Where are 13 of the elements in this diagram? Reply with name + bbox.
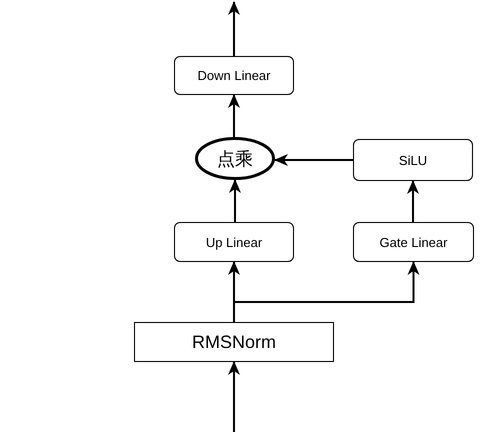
process-box: RMSNorm bbox=[134, 322, 334, 362]
arrow bbox=[233, 261, 420, 322]
arrow bbox=[228, 1, 240, 56]
arrow bbox=[229, 179, 241, 222]
arrow bbox=[407, 180, 419, 222]
arrow bbox=[228, 361, 240, 432]
process-box: SiLU bbox=[353, 139, 473, 181]
operation-ellipse: 点乘 bbox=[195, 137, 275, 180]
arrow bbox=[274, 154, 353, 166]
arrow bbox=[228, 94, 240, 137]
process-box: Gate Linear bbox=[353, 222, 474, 262]
process-box: Down Linear bbox=[174, 56, 294, 95]
process-box: Up Linear bbox=[174, 222, 294, 262]
